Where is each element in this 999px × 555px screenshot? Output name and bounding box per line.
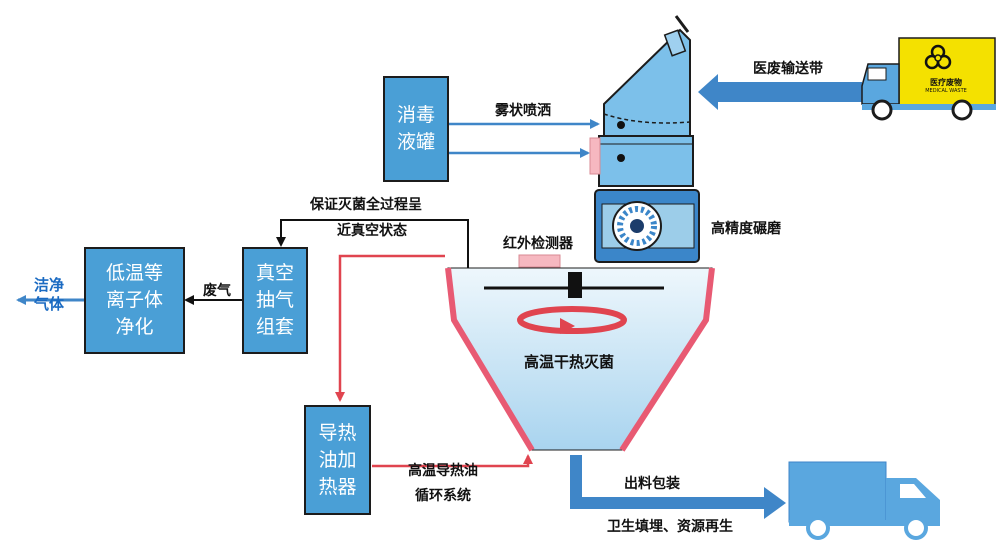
- chamber-label: 高温干热灭菌: [524, 353, 615, 371]
- biohazard-icon: [924, 44, 952, 70]
- spray-chamber: [589, 135, 694, 187]
- shredder-unit: [594, 189, 700, 263]
- conveyor-label: 医废输送带: [753, 61, 823, 77]
- plasma-purifier-box: 低温等 离子体 净化: [84, 247, 185, 354]
- vacuum-pump-box: 真空 抽气 组套: [242, 247, 308, 354]
- spray-label: 雾状喷洒: [495, 103, 551, 119]
- vacuum-lines: [184, 219, 469, 305]
- output-truck: [788, 461, 940, 540]
- infrared-label: 红外检测器: [503, 236, 573, 252]
- truck-badge-subtext: MEDICAL WASTE: [925, 88, 967, 94]
- sterilization-chamber: [445, 267, 715, 452]
- shredder-label: 高精度碾磨: [711, 221, 781, 237]
- disinfectant-tank-box: 消毒 液罐: [383, 76, 449, 182]
- output-arrow: [570, 455, 786, 519]
- truck-badge-text: 医疗废物: [930, 78, 962, 87]
- output-label: 出料包装: [624, 476, 680, 492]
- exhaust-label: 废气: [203, 283, 231, 299]
- clean-gas-label: 洁净 气体: [34, 276, 65, 313]
- blue-flow-arrows: [16, 119, 600, 305]
- infrared-detector: [518, 254, 561, 268]
- oil-system-line1: 高温导热油: [408, 463, 478, 479]
- feed-hopper: [603, 15, 691, 137]
- medical-waste-truck: [861, 37, 996, 121]
- vacuum-note-line2: 近真空状态: [337, 223, 407, 239]
- vacuum-note-line1: 保证灭菌全过程呈: [310, 197, 422, 213]
- disposal-label: 卫生填埋、资源再生: [607, 519, 733, 535]
- oil-heater-box: 导热 油加 热器: [304, 405, 371, 515]
- oil-system-line2: 循环系统: [415, 488, 471, 504]
- oil-circulation-lines: [335, 254, 533, 468]
- rotation-arrow-icon: [517, 306, 627, 334]
- conveyor-arrow: [698, 74, 862, 110]
